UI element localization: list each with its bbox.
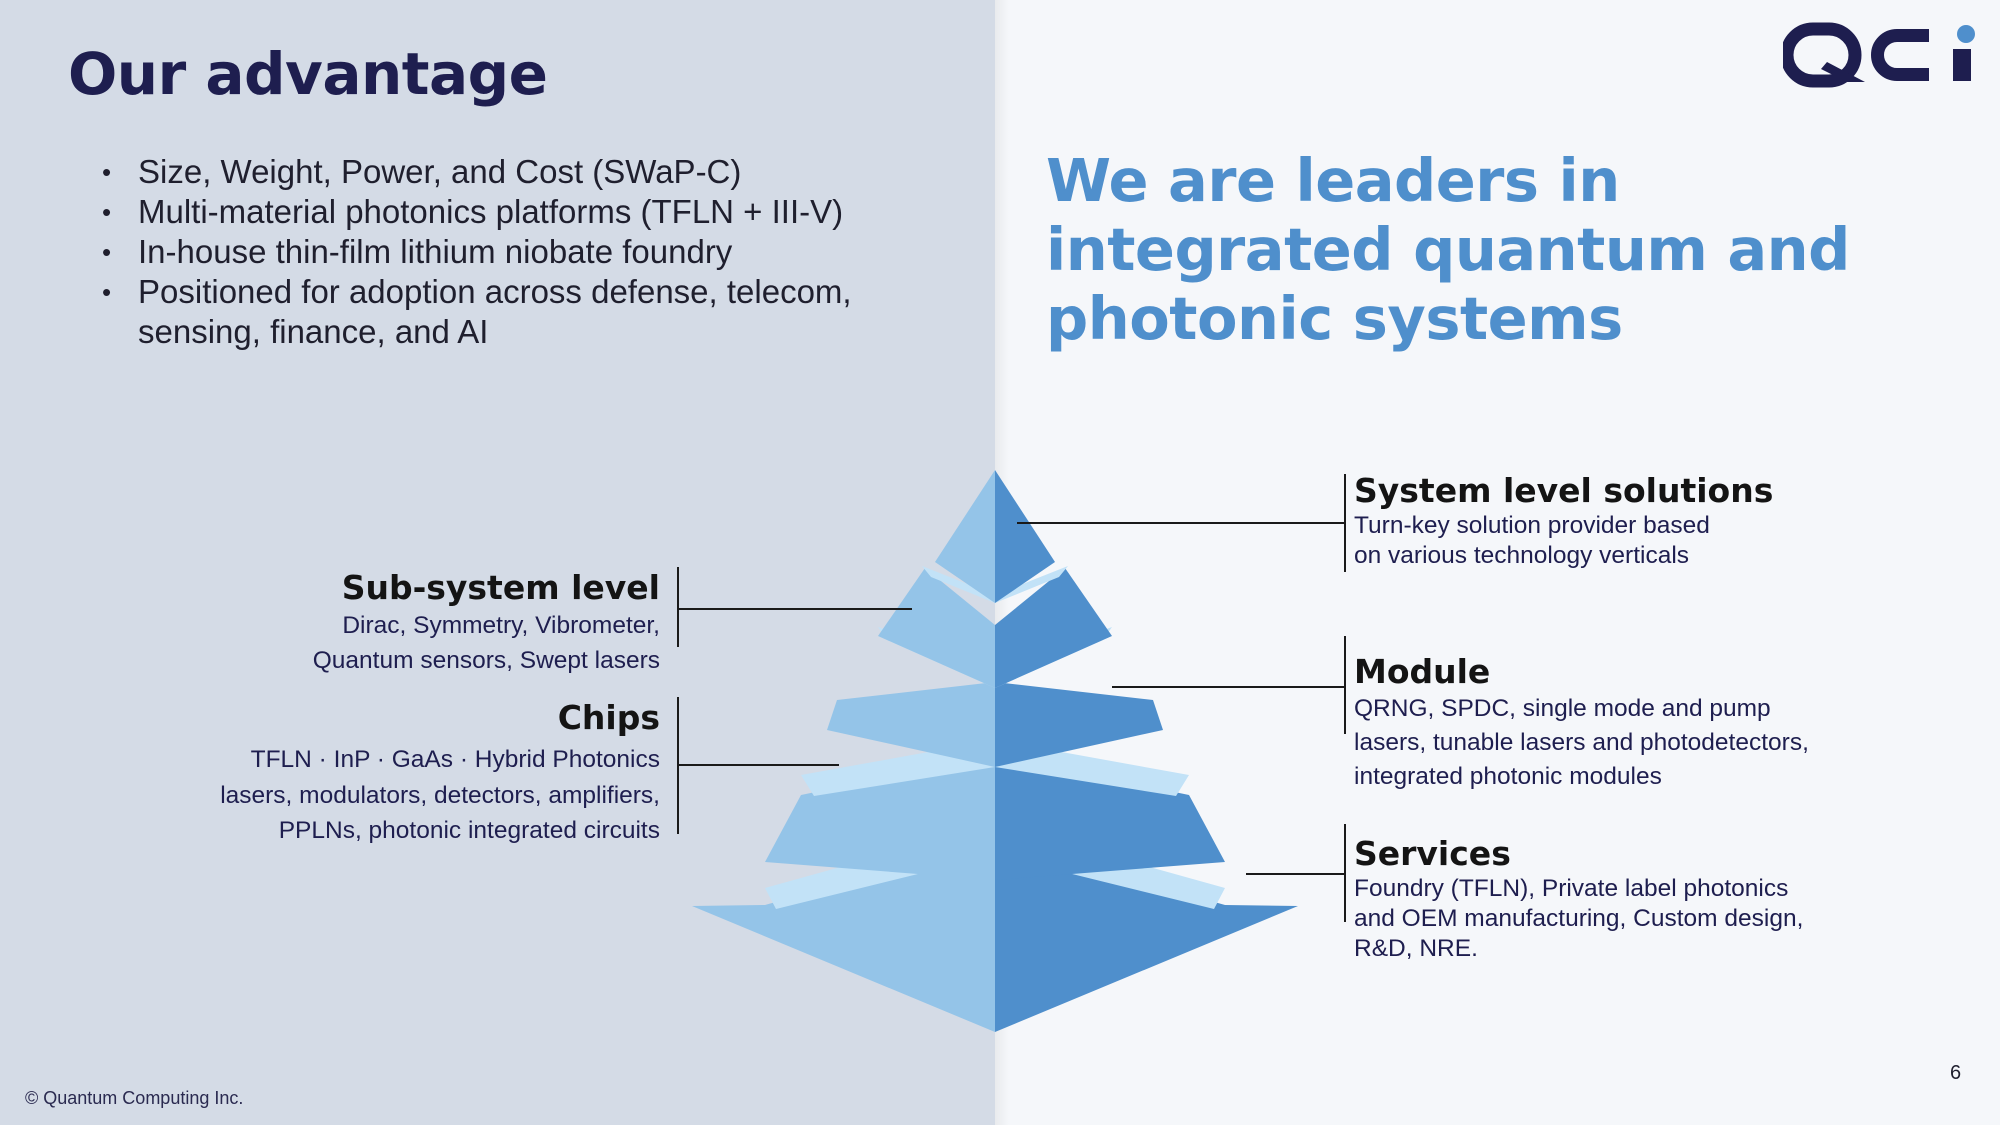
pyramid-top-right [995, 470, 1055, 603]
pyramid-tier-2-right [995, 755, 1225, 880]
label-line: Turn-key solution provider based [1354, 512, 1710, 539]
connector-line [677, 764, 839, 766]
label-line: QRNG, SPDC, single mode and pump [1354, 695, 1771, 722]
label-line: Foundry (TFLN), Private label photonics [1354, 875, 1789, 902]
bullet-item: Multi-material photonics platforms (TFLN… [100, 192, 920, 232]
connector-line [1246, 873, 1346, 875]
slide-title: Our advantage [68, 40, 548, 108]
headline: We are leaders in integrated quantum and… [1046, 146, 1850, 353]
bullet-item: Positioned for adoption across defense, … [100, 272, 920, 352]
label-line: lasers, modulators, detectors, amplifier… [220, 782, 660, 809]
pyramid-tier-1-right [995, 840, 1298, 1032]
bullet-item: Size, Weight, Power, and Cost (SWaP-C) [100, 152, 920, 192]
connector-line [1112, 686, 1346, 688]
pyramid-tier-3-right [995, 682, 1163, 767]
pyramid-tier-4-left [878, 568, 995, 688]
qci-logo [1780, 22, 1983, 93]
label-line: integrated photonic modules [1354, 763, 1662, 790]
pyramid-diagram [692, 470, 1298, 1032]
label-title: Sub-system level [341, 568, 660, 607]
label-bracket [677, 567, 679, 647]
label-line: TFLN · InP · GaAs · Hybrid Photonics [250, 746, 660, 773]
label-system-level: System level solutions Turn-key solution… [1354, 471, 1914, 571]
bullet-item: In-house thin-film lithium niobate found… [100, 232, 920, 272]
label-line: lasers, tunable lasers and photodetector… [1354, 729, 1809, 756]
label-line: on various technology verticals [1354, 542, 1690, 569]
label-module: Module QRNG, SPDC, single mode and pump … [1354, 652, 1954, 794]
label-title: System level solutions [1354, 471, 1774, 510]
label-line: Dirac, Symmetry, Vibrometer, [342, 612, 660, 639]
pyramid-tier-2-left [765, 755, 995, 880]
label-line: PPLNs, photonic integrated circuits [278, 817, 660, 844]
pyramid-ledge-2 [801, 740, 1189, 796]
connector-line [1017, 522, 1346, 524]
connector-line [677, 608, 912, 610]
pyramid-tier-3-left [827, 682, 995, 767]
label-line: R&D, NRE. [1354, 935, 1478, 962]
label-line: Quantum sensors, Swept lasers [312, 647, 660, 674]
label-title: Services [1354, 834, 1511, 873]
label-line: and OEM manufacturing, Custom design, [1354, 905, 1804, 932]
label-bracket [1344, 636, 1346, 734]
copyright-footer: © Quantum Computing Inc. [25, 1088, 244, 1108]
page-number: 6 [1950, 1062, 1962, 1084]
label-title: Module [1354, 652, 1491, 691]
label-services: Services Foundry (TFLN), Private label p… [1354, 834, 1954, 964]
pyramid-tier-4-right [995, 568, 1112, 688]
label-chips: Chips TFLN · InP · GaAs · Hybrid Photoni… [100, 698, 660, 847]
pyramid-tier-1-left [692, 840, 995, 1032]
advantage-bullet-list: Size, Weight, Power, and Cost (SWaP-C) M… [100, 152, 920, 352]
label-sub-system-level: Sub-system level Dirac, Symmetry, Vibrom… [160, 568, 660, 678]
label-title: Chips [557, 698, 660, 737]
pyramid-top-left [935, 470, 995, 603]
